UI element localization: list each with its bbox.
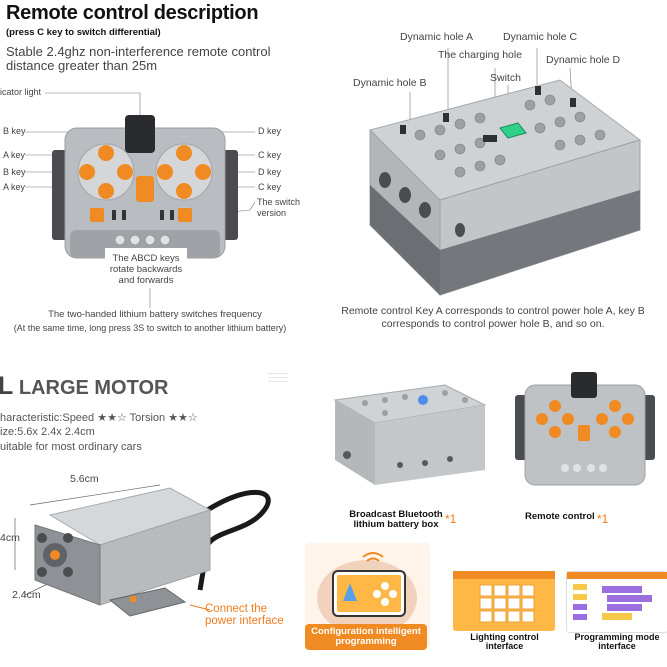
switch-left-button[interactable] xyxy=(90,208,104,222)
motor-letter: L xyxy=(0,372,14,400)
left-dpad xyxy=(77,143,135,201)
connector-pin xyxy=(130,596,136,602)
page-title: Remote control description xyxy=(6,2,259,24)
label-a-key: A key xyxy=(3,150,26,160)
phone-illustration xyxy=(317,552,417,636)
config-label: Configuration intelligent programming xyxy=(305,624,427,650)
switch-slot xyxy=(160,210,164,220)
switch-slot xyxy=(170,210,174,220)
box-qty: *1 xyxy=(445,512,457,526)
right-down-button[interactable] xyxy=(176,183,192,199)
abcd-note-bg xyxy=(105,248,187,288)
motor-axle xyxy=(50,550,60,560)
lighting-label: Lighting control interface xyxy=(470,632,539,651)
product-remote-image xyxy=(515,372,655,486)
programming-panel xyxy=(566,571,667,633)
label-switch: Switch xyxy=(490,72,521,84)
lighting-grid xyxy=(453,571,555,623)
label-switch-version: The switch version xyxy=(257,197,301,218)
label-c-key: C key xyxy=(258,150,282,160)
dim-width: 2.4cm xyxy=(12,589,41,601)
label-c-key: C key xyxy=(258,182,282,192)
motor-suitable: uitable for most ordinary cars xyxy=(0,441,142,453)
center-knob[interactable] xyxy=(136,176,154,202)
left-down-button[interactable] xyxy=(98,183,114,199)
label-charging: The charging hole xyxy=(438,49,523,61)
dynamic-hole-a xyxy=(443,113,449,122)
indicator-light xyxy=(125,115,155,153)
bluetooth-light xyxy=(418,395,428,405)
long-press-note: (At the same time, long press 3S to swit… xyxy=(13,323,287,333)
motor-size: ize:5.6x 2.4x 2.4cm xyxy=(0,426,95,438)
dim-length: 5.6cm xyxy=(70,473,99,485)
left-right-button[interactable] xyxy=(117,164,133,180)
left-left-button[interactable] xyxy=(79,164,95,180)
right-right-button[interactable] xyxy=(195,164,211,180)
dim-height: 4cm xyxy=(0,532,20,544)
programming-blocks xyxy=(567,572,667,620)
label-d-key: D key xyxy=(258,126,282,136)
connect-note: Connect the power interface xyxy=(205,603,284,627)
dynamic-hole-d xyxy=(570,98,576,107)
box-lower-side xyxy=(370,185,440,295)
programming-label: Programming mode interface xyxy=(574,632,660,651)
switch-slot xyxy=(122,210,126,220)
remote-diagram xyxy=(25,92,256,308)
connect-leader xyxy=(189,604,211,611)
label-b-key: B key xyxy=(3,126,26,136)
power-switch[interactable] xyxy=(499,122,527,139)
wifi-icon xyxy=(362,552,384,562)
range-description: Stable 2.4ghz non-interference remote co… xyxy=(6,44,271,73)
switch-right-button[interactable] xyxy=(178,208,192,222)
right-dpad xyxy=(155,143,213,201)
dynamic-hole-b xyxy=(400,125,406,134)
mapping-note: Remote control Key A corresponds to cont… xyxy=(341,305,645,330)
page-subtitle: (press C key to switch differential) xyxy=(6,27,161,38)
label-d-key: D key xyxy=(258,167,282,177)
label-hole-a: Dynamic hole A xyxy=(400,31,473,43)
lighting-panel xyxy=(453,571,555,631)
motor-diagram xyxy=(14,484,271,617)
dynamic-hole-c xyxy=(535,86,541,95)
label-a-key: A key xyxy=(3,182,26,192)
power-connector xyxy=(108,587,187,617)
motor-title-text: LARGE MOTOR xyxy=(18,377,169,399)
label-indicator: icator light xyxy=(0,87,42,97)
battery-note: The two-handed lithium battery switches … xyxy=(48,309,262,320)
switch-slot xyxy=(112,210,116,220)
motor-characteristic: haracteristic:Speed ★★☆ Torsion ★★☆ xyxy=(0,412,198,424)
product-box-image xyxy=(333,384,487,485)
abcd-note: The ABCD keys rotate backwards and forwa… xyxy=(109,253,183,286)
box-lower-front xyxy=(440,190,640,295)
label-b-key: B key xyxy=(3,167,26,177)
battery-box-diagram xyxy=(369,48,642,297)
menu-icon xyxy=(268,370,288,385)
label-hole-c: Dynamic hole C xyxy=(503,31,578,43)
charging-hole xyxy=(483,135,497,142)
remote-caption: Remote control xyxy=(525,511,595,522)
right-up-button[interactable] xyxy=(176,145,192,161)
label-hole-d: Dynamic hole D xyxy=(546,54,621,66)
label-hole-b: Dynamic hole B xyxy=(353,77,427,89)
box-caption: Broadcast Bluetooth lithium battery box xyxy=(349,509,443,530)
right-left-button[interactable] xyxy=(157,164,173,180)
motor-title: L LARGE MOTOR xyxy=(0,372,168,401)
remote-qty: *1 xyxy=(597,512,609,526)
left-up-button[interactable] xyxy=(98,145,114,161)
